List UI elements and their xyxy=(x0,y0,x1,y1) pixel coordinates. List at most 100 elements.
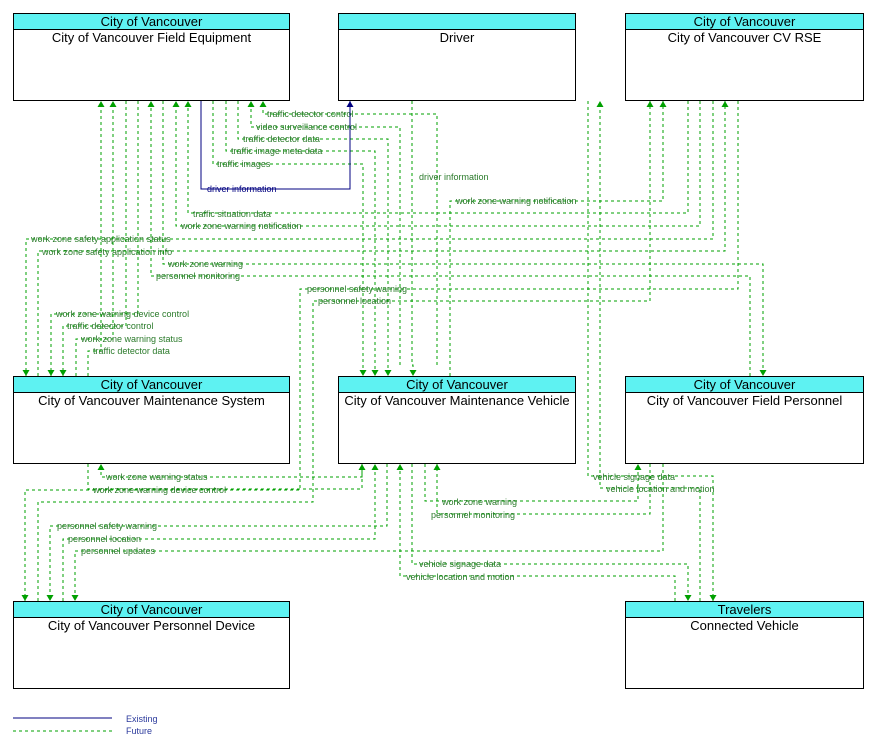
element-name: City of Vancouver Personnel Device xyxy=(47,618,256,633)
element-owner: City of Vancouver xyxy=(339,377,575,393)
flow-arrowhead xyxy=(646,101,654,107)
flow-line-traffic-detector-data-2 xyxy=(87,101,102,376)
flow-line-personnel-location-2 xyxy=(62,464,376,601)
flow-arrowhead xyxy=(759,370,767,376)
flow-label-work-zone-warning-1: work zone warning xyxy=(167,259,243,269)
flow-label-personnel-safety-warning-1: personnel safety warning xyxy=(307,284,407,294)
flow-line-traffic-image-meta-data xyxy=(225,101,376,376)
flow-arrowhead xyxy=(371,370,379,376)
flow-line-work-zone-warning-2 xyxy=(424,464,639,502)
flow-label-work-zone-warning-status-1: work zone warning status xyxy=(80,334,183,344)
element-owner: City of Vancouver xyxy=(14,602,289,618)
flow-label-driver-information-2: driver information xyxy=(419,172,489,182)
flow-line-vehicle-location-and-motion-2 xyxy=(399,464,676,601)
legend-future-label: Future xyxy=(126,726,153,736)
flow-arrowhead xyxy=(709,595,717,601)
flow-arrowhead xyxy=(46,595,54,601)
element-owner: City of Vancouver xyxy=(626,377,863,393)
flow-line-work-zone-warning-notification-2 xyxy=(175,101,701,227)
flow-line-personnel-safety-warning-2 xyxy=(49,464,388,601)
flow-line-vehicle-signage-data-1 xyxy=(587,101,714,601)
flow-label-work-zone-warning-2: work zone warning xyxy=(441,497,517,507)
flow-label-personnel-location-2: personnel location xyxy=(68,534,141,544)
flow-label-personnel-safety-warning-2: personnel safety warning xyxy=(57,521,157,531)
element-personnel-device[interactable]: City of Vancouver City of Vancouver Pers… xyxy=(13,601,290,689)
element-field-personnel[interactable]: City of Vancouver City of Vancouver Fiel… xyxy=(625,376,864,464)
flow-label-traffic-detector-data-1: traffic detector data xyxy=(243,134,320,144)
element-maintenance-vehicle[interactable]: City of Vancouver City of Vancouver Main… xyxy=(338,376,576,464)
element-name: City of Vancouver CV RSE xyxy=(667,30,822,45)
flow-label-vehicle-signage-data-1: vehicle signage data xyxy=(593,472,675,482)
flow-arrowhead xyxy=(346,101,354,107)
element-owner xyxy=(339,14,575,30)
flow-label-traffic-image-meta-data: traffic image meta data xyxy=(231,146,322,156)
flow-arrowhead xyxy=(433,464,441,470)
flow-arrowhead xyxy=(259,101,267,107)
flow-label-vehicle-signage-data-2: vehicle signage data xyxy=(419,559,501,569)
flow-arrowhead xyxy=(97,101,105,107)
flow-label-work-zone-warning-status-2: work zone warning status xyxy=(105,472,208,482)
element-maintenance-system[interactable]: City of Vancouver City of Vancouver Main… xyxy=(13,376,290,464)
element-connected-vehicle[interactable]: Travelers Connected Vehicle xyxy=(625,601,864,689)
flow-label-personnel-location-1: personnel location xyxy=(318,296,391,306)
flow-label-vehicle-location-and-motion-1: vehicle location and motion xyxy=(606,484,715,494)
flow-arrowhead xyxy=(359,370,367,376)
flow-label-work-zone-warning-device-control-2: work zone warning device control xyxy=(92,485,226,495)
flow-line-work-zone-warning-device-control-1 xyxy=(50,101,139,376)
flow-label-work-zone-warning-notification-1: work zone warning notification xyxy=(455,196,577,206)
flow-label-work-zone-safety-application-info: work zone safety application info xyxy=(41,247,172,257)
element-owner: Travelers xyxy=(626,602,863,618)
flow-line-work-zone-warning-status-2 xyxy=(100,464,363,478)
flow-line-traffic-situation-data xyxy=(187,101,689,214)
flow-line-personnel-safety-warning-1 xyxy=(24,101,739,601)
flow-arrowhead xyxy=(59,370,67,376)
element-owner: City of Vancouver xyxy=(626,14,863,30)
flow-line-work-zone-warning-notification-1 xyxy=(449,101,664,376)
flow-line-traffic-images xyxy=(212,101,364,376)
flow-label-traffic-situation-data: traffic situation data xyxy=(193,209,271,219)
element-driver[interactable]: Driver xyxy=(338,13,576,101)
element-name: City of Vancouver Field Equipment xyxy=(51,30,252,45)
flow-label-work-zone-warning-device-control-1: work zone warning device control xyxy=(55,309,189,319)
flow-line-work-zone-warning-status-1 xyxy=(75,101,114,376)
flow-arrowhead xyxy=(172,101,180,107)
element-name: City of Vancouver Maintenance System xyxy=(38,393,265,408)
flow-arrowhead xyxy=(147,101,155,107)
flow-line-work-zone-warning-1 xyxy=(162,101,764,376)
flow-label-traffic-detector-data-2: traffic detector data xyxy=(93,346,170,356)
flow-arrowhead xyxy=(721,101,729,107)
flow-line-vehicle-signage-data-2 xyxy=(411,464,689,601)
flow-arrowhead xyxy=(596,101,604,107)
flow-arrowhead xyxy=(384,370,392,376)
element-field-equipment[interactable]: City of Vancouver City of Vancouver Fiel… xyxy=(13,13,290,101)
element-cv-rse[interactable]: City of Vancouver City of Vancouver CV R… xyxy=(625,13,864,101)
flow-label-personnel-updates: personnel updates xyxy=(81,546,156,556)
flow-line-personnel-location-1 xyxy=(37,101,651,601)
flow-label-vehicle-location-and-motion-2: vehicle location and motion xyxy=(406,572,515,582)
flow-line-personnel-monitoring-2 xyxy=(436,464,651,515)
flow-arrowhead xyxy=(22,370,30,376)
flow-arrowhead xyxy=(47,370,55,376)
flow-arrowhead xyxy=(184,101,192,107)
flow-line-vehicle-location-and-motion-1 xyxy=(599,101,701,601)
flow-line-traffic-detector-control-2 xyxy=(62,101,127,376)
flow-arrowhead xyxy=(358,464,366,470)
flow-label-traffic-images: traffic images xyxy=(217,159,271,169)
flow-line-video-surveillance-control xyxy=(250,101,401,365)
flow-label-traffic-detector-control-2: traffic detector control xyxy=(67,321,153,331)
flow-label-personnel-monitoring-2: personnel monitoring xyxy=(431,510,515,520)
element-owner: City of Vancouver xyxy=(14,377,289,393)
flow-label-video-surveillance-control: video surveillance control xyxy=(256,122,357,132)
flow-arrowhead xyxy=(409,370,417,376)
flow-label-driver-information-1: driver information xyxy=(207,184,277,194)
legend-existing-label: Existing xyxy=(126,714,158,724)
flow-arrowhead xyxy=(71,595,79,601)
flow-label-traffic-detector-control-1: traffic detector control xyxy=(267,109,353,119)
element-owner: City of Vancouver xyxy=(14,14,289,30)
flow-arrowhead xyxy=(371,464,379,470)
flow-label-personnel-monitoring-1: personnel monitoring xyxy=(156,271,240,281)
flow-line-work-zone-safety-application-status xyxy=(25,101,714,376)
element-name: City of Vancouver Maintenance Vehicle xyxy=(344,393,570,408)
